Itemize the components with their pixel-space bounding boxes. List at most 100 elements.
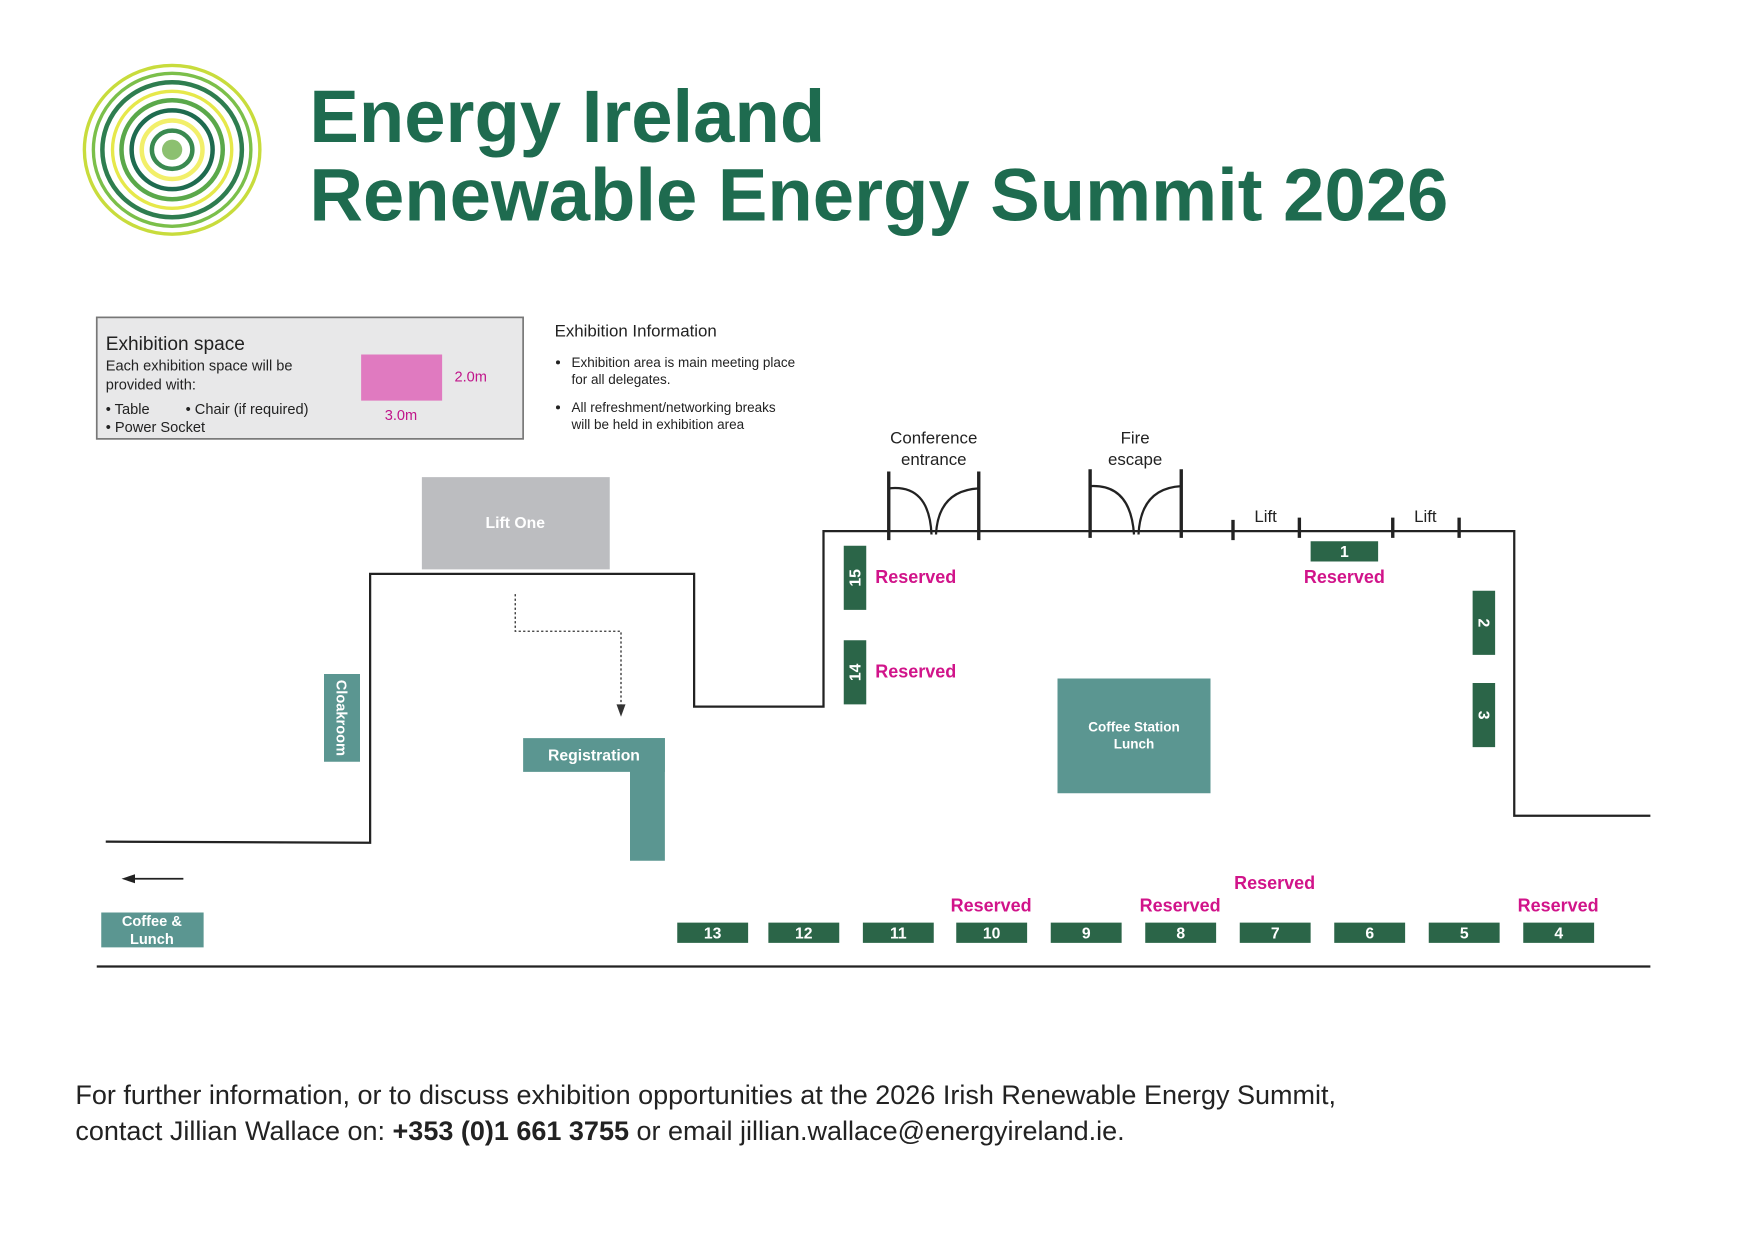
conference-entrance-door[interactable] (887, 471, 981, 541)
booth-stand (1472, 683, 1496, 748)
info-heading: Exhibition Information (555, 322, 717, 341)
title-line-2: Renewable Energy Summit 2026 (309, 154, 1448, 237)
exit-arrow (121, 874, 184, 884)
booth-11[interactable]: 11 (862, 922, 934, 943)
exhibition-space-legend: Exhibition space Each exhibition space w… (95, 316, 524, 440)
booth-number: 7 (1271, 925, 1280, 942)
legend-item-power: • Power Socket (106, 420, 205, 436)
conference-label-2: entrance (901, 450, 967, 469)
booth-13[interactable]: 13 (677, 922, 749, 943)
stand-sample (361, 354, 443, 401)
booth-stand (843, 545, 867, 610)
booth-stand (1523, 922, 1595, 943)
legend-heading: Exhibition space (106, 334, 245, 355)
route-arrow (514, 594, 626, 717)
legend-item-chair: • Chair (if required) (186, 402, 309, 418)
stand-width: 3.0m (385, 408, 417, 424)
reserved-label: Reserved (875, 567, 956, 587)
booth-stand (768, 922, 840, 943)
booth-7[interactable]: 7 Reserved (1234, 873, 1315, 943)
booth-15[interactable]: 15 Reserved (843, 545, 957, 610)
booth-number: 15 (848, 569, 865, 587)
conference-label-1: Conference (890, 428, 977, 447)
title-line-1: Energy Ireland (309, 75, 825, 158)
registration-label: Registration (548, 748, 640, 765)
booth-number: 12 (795, 925, 813, 942)
booth-3[interactable]: 3 (1472, 683, 1496, 748)
reserved-label: Reserved (951, 895, 1032, 915)
reserved-label: Reserved (1234, 873, 1315, 893)
coffee-lunch-label-1: Coffee & (122, 914, 183, 930)
legend-desc-1: Each exhibition space will be (106, 358, 293, 374)
reserved-label: Reserved (1140, 895, 1221, 915)
walls (96, 530, 1651, 968)
footer-line-2: contact Jillian Wallace on: +353 (0)1 66… (75, 1116, 1124, 1146)
booth-8[interactable]: 8 Reserved (1140, 895, 1221, 943)
booth-stand (1472, 590, 1496, 655)
info-bullet-1a: Exhibition area is main meeting place (572, 355, 796, 370)
cloakroom (324, 674, 360, 762)
footer-phone[interactable]: +353 (0)1 661 3755 (393, 1116, 629, 1146)
info-bullet-2a: All refreshment/networking breaks (572, 400, 776, 415)
booth-stand (956, 922, 1028, 943)
booth-number: 11 (890, 925, 907, 942)
booth-number: 8 (1176, 925, 1185, 942)
booth-stand (1050, 922, 1122, 943)
coffee-lunch-area (101, 912, 204, 948)
energy-ireland-logo (82, 63, 262, 236)
footer-line-1: For further information, or to discuss e… (75, 1080, 1336, 1110)
lift-label-1: Lift (1254, 507, 1277, 526)
booth-number: 4 (1554, 925, 1563, 942)
booth-number: 1 (1340, 544, 1349, 561)
booth-number: 5 (1460, 925, 1469, 942)
booth-number: 13 (704, 925, 722, 942)
stand-depth: 2.0m (455, 370, 487, 386)
coffee-lunch-label-2: Lunch (130, 932, 174, 948)
lift-one (421, 477, 610, 570)
legend-item-table: • Table (106, 402, 150, 418)
booth-9[interactable]: 9 (1050, 922, 1122, 943)
cloakroom-label: Cloakroom (332, 680, 348, 756)
registration-desk: Registration (523, 738, 665, 861)
booth-4[interactable]: 4 Reserved (1518, 895, 1599, 943)
booth-stand (677, 922, 749, 943)
fire-label-2: escape (1108, 450, 1162, 469)
info-bullet-2b: will be held in exhibition area (571, 417, 745, 432)
booth-number: 9 (1082, 925, 1091, 942)
booth-stand (1145, 922, 1217, 943)
footer-contact: contact Jillian Wallace on: (75, 1116, 392, 1146)
lift-markers (1231, 517, 1461, 541)
info-bullet-1b: for all delegates. (572, 372, 671, 387)
fire-label-1: Fire (1121, 428, 1150, 447)
booth-number: 14 (848, 663, 865, 681)
booth-stand (862, 922, 934, 943)
booth-number: 10 (983, 925, 1001, 942)
booth-number: 2 (1474, 618, 1491, 627)
booth-12[interactable]: 12 (768, 922, 840, 943)
reserved-label: Reserved (1304, 567, 1385, 587)
booth-10[interactable]: 10 Reserved (951, 895, 1032, 943)
reserved-label: Reserved (1518, 895, 1599, 915)
coffee-station-label-2: Lunch (1114, 736, 1155, 751)
fire-escape-door[interactable] (1088, 469, 1183, 538)
lift-one-label: Lift One (486, 515, 546, 532)
lift-label-2: Lift (1414, 507, 1437, 526)
booth-stand (1334, 922, 1406, 943)
coffee-station-label-1: Coffee Station (1088, 719, 1180, 734)
booth-number: 3 (1474, 711, 1491, 720)
booth-stand (1428, 922, 1500, 943)
footer-email[interactable]: or email jillian.wallace@energyireland.i… (629, 1116, 1125, 1146)
booth-stand (1310, 541, 1379, 562)
exhibition-information: Exhibition Information Exhibition area i… (555, 322, 796, 432)
coffee-station (1057, 678, 1211, 794)
booth-2[interactable]: 2 (1472, 590, 1496, 655)
reserved-label: Reserved (875, 661, 956, 681)
booth-6[interactable]: 6 (1334, 922, 1406, 943)
booth-stand (843, 640, 867, 705)
booth-5[interactable]: 5 (1428, 922, 1500, 943)
legend-desc-2: provided with: (106, 377, 196, 393)
booth-14[interactable]: 14 Reserved (843, 640, 957, 705)
